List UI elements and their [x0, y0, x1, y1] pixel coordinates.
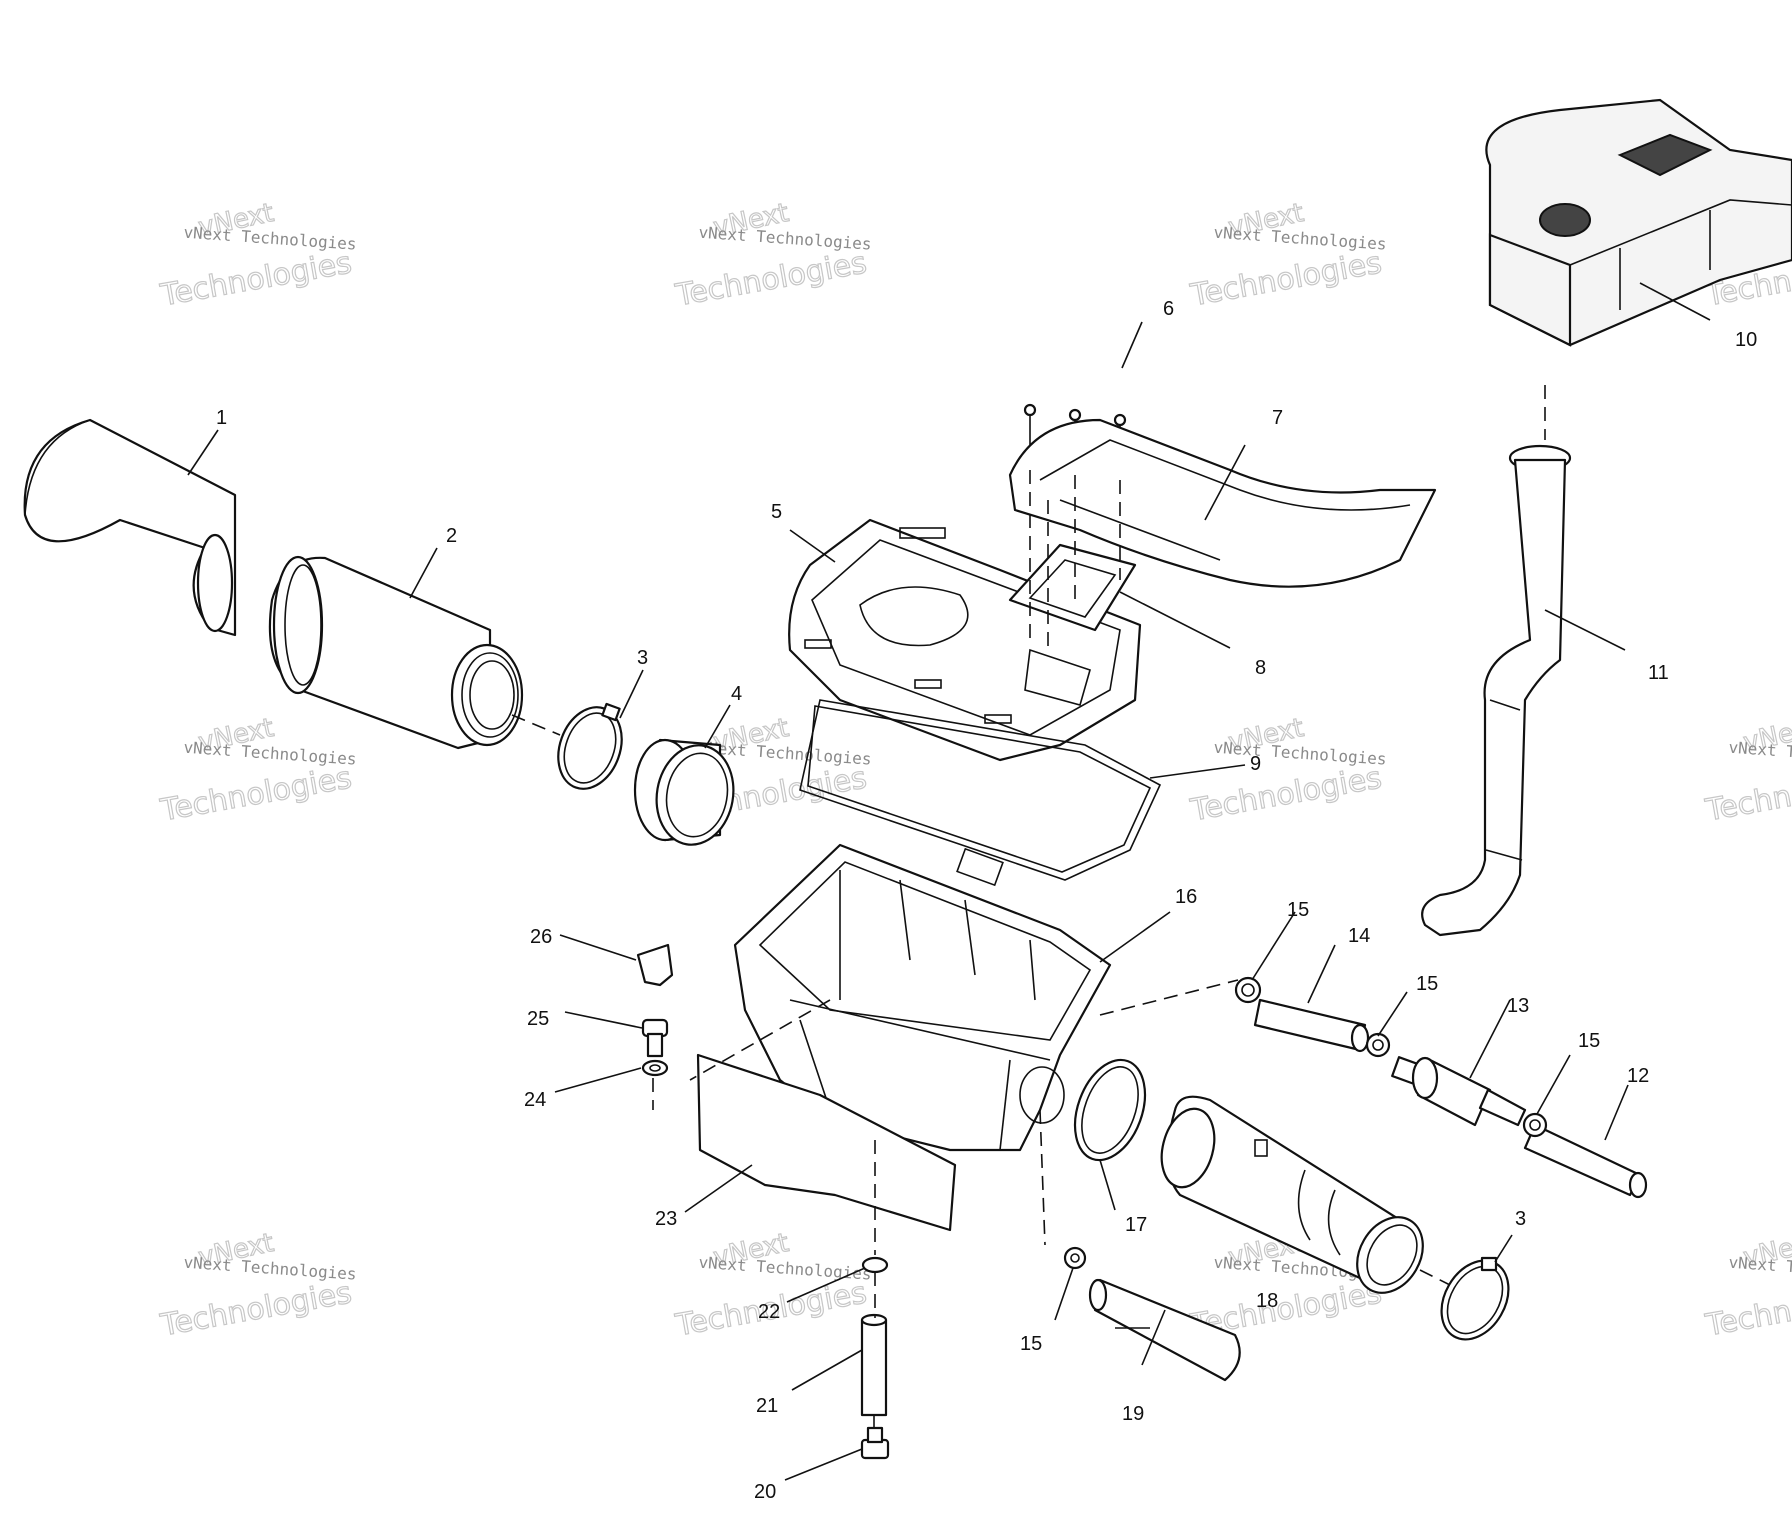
assembly-lines: [511, 385, 1546, 1428]
callout-10: 10: [1735, 329, 1757, 351]
watermark-line-3: Technologies: [1187, 245, 1384, 313]
callout-15-a: 15: [1287, 899, 1309, 921]
watermark: vNext vNext Technologies Technologies: [157, 197, 357, 314]
part-25-bolt: [641, 1018, 669, 1058]
callout-1: 1: [216, 407, 227, 429]
part-26-clip: [636, 943, 674, 987]
part-8-duct-gasket: [1008, 543, 1137, 632]
callout-8: 8: [1255, 657, 1266, 679]
part-7-intake-duct: [1008, 418, 1437, 588]
part-4-adapter-ring: [633, 738, 735, 846]
watermark-line-3: Technologies: [1702, 1275, 1792, 1343]
watermark: vNext vNext Technologies Technologies: [1702, 1227, 1792, 1344]
part-20-drain-valve: [860, 1426, 890, 1460]
part-16-air-box-base: [733, 843, 1112, 1152]
callout-23: 23: [655, 1208, 677, 1230]
leader-lines: [187, 282, 1711, 1481]
part-22-clamp: [861, 1256, 889, 1274]
callout-22: 22: [758, 1301, 780, 1323]
watermark-line-3: Technologies: [157, 1275, 354, 1343]
callout-5: 5: [771, 501, 782, 523]
callout-26: 26: [530, 926, 552, 948]
callout-21: 21: [756, 1395, 778, 1417]
watermark-line-3: Technologies: [157, 760, 354, 828]
part-3-hose-clamp-lower: [1440, 1256, 1510, 1341]
callout-3-lower: 3: [1515, 1208, 1526, 1230]
callout-4: 4: [731, 683, 742, 705]
callout-3-upper: 3: [637, 647, 648, 669]
callout-11: 11: [1648, 662, 1669, 684]
part-21-drain-tube: [860, 1313, 888, 1417]
callout-16: 16: [1175, 886, 1197, 908]
part-19-vent-hose: [1088, 1278, 1241, 1382]
callout-13: 13: [1507, 995, 1529, 1017]
part-23-heat-shield: [696, 1053, 957, 1232]
part-5-air-box-cover: [788, 518, 1142, 762]
watermark: vNext vNext Technologies Technologies: [1702, 712, 1792, 829]
callout-2: 2: [446, 525, 457, 547]
callout-15-c: 15: [1578, 1030, 1600, 1052]
callout-14: 14: [1348, 925, 1370, 947]
callout-18: 18: [1256, 1290, 1278, 1312]
callout-12: 12: [1627, 1065, 1649, 1087]
part-3-hose-clamp-upper: [557, 702, 623, 790]
callout-15-b: 15: [1416, 973, 1438, 995]
watermark: vNext vNext Technologies Technologies: [1187, 197, 1387, 314]
watermark: vNext vNext Technologies Technologies: [157, 1227, 357, 1344]
watermark-layer: vNext vNext Technologies Technologies vN…: [157, 197, 1792, 1344]
part-12-drain-tube: [1523, 1123, 1648, 1199]
callout-7: 7: [1272, 407, 1283, 429]
part-11-breather-tube: [1421, 444, 1572, 937]
watermark-line-3: Technologies: [1187, 760, 1384, 828]
part-24-washer: [641, 1059, 669, 1077]
part-18-intake-boot: [1160, 1095, 1424, 1294]
part-9-cover-seal: [799, 699, 1162, 881]
part-14-tube: [1253, 998, 1370, 1053]
callout-9: 9: [1250, 753, 1261, 775]
part-1-pre-filter-sleeve: [23, 418, 237, 637]
watermark: vNext vNext Technologies Technologies: [672, 197, 872, 314]
part-10-foam-pad: [1485, 98, 1792, 347]
part-2-air-filter: [268, 555, 524, 750]
watermark: vNext vNext Technologies Technologies: [1187, 712, 1387, 829]
part-17-o-ring: [1073, 1058, 1147, 1162]
watermark-line-2: vNext Technologies: [1728, 738, 1792, 769]
part-15-clamps: [1063, 976, 1548, 1270]
watermark-line-3: Technologies: [1702, 760, 1792, 828]
watermark: vNext vNext Technologies Technologies: [672, 1227, 872, 1344]
watermark-line-3: Technologies: [157, 245, 354, 313]
callout-labels: 1 2 3 4 5 6 7 8 9 10 11 12 13 14 15 15 1…: [216, 298, 1757, 1503]
callout-20: 20: [754, 1481, 776, 1503]
callout-17: 17: [1125, 1214, 1147, 1236]
watermark-line-3: Technologies: [672, 245, 869, 313]
watermark-line-2: vNext Technologies: [1728, 1253, 1792, 1284]
callout-25: 25: [527, 1008, 549, 1030]
callout-24: 24: [524, 1089, 546, 1111]
callout-15-d: 15: [1020, 1333, 1042, 1355]
callout-6: 6: [1163, 298, 1174, 320]
watermark: vNext vNext Technologies Technologies: [157, 712, 357, 829]
callout-19: 19: [1122, 1403, 1144, 1425]
part-13-inline-filter: [1391, 1056, 1527, 1127]
